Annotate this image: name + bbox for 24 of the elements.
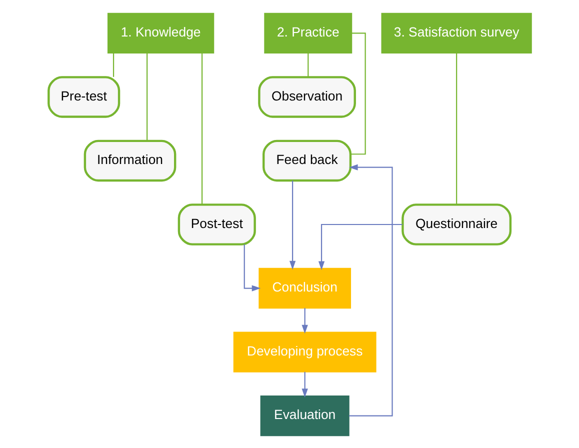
arrow [348, 164, 392, 416]
connector [307, 52, 308, 76]
connector [456, 52, 457, 204]
arrow [243, 244, 260, 291]
arrow [288, 180, 296, 270]
node-box: Information [83, 139, 176, 182]
node-box: Questionnaire [401, 203, 512, 245]
node-box: Developing process [232, 331, 376, 372]
node-box: 1. Knowledge [106, 12, 214, 54]
node-box: Observation [258, 76, 356, 118]
node-box: Conclusion [258, 267, 351, 308]
node-box: Post-test [177, 203, 256, 245]
node-box: 3. Satisfaction survey [380, 12, 532, 54]
node-box: 2. Practice [264, 12, 352, 54]
arrow [301, 308, 308, 334]
node-box: Evaluation [260, 394, 349, 436]
node-box: Pre-test [47, 76, 120, 118]
connector [146, 52, 148, 140]
connector [112, 52, 114, 76]
connector [350, 32, 366, 154]
connector [200, 52, 202, 204]
arrow [301, 371, 308, 397]
arrow [318, 223, 402, 270]
node-box: Feed back [262, 139, 352, 182]
